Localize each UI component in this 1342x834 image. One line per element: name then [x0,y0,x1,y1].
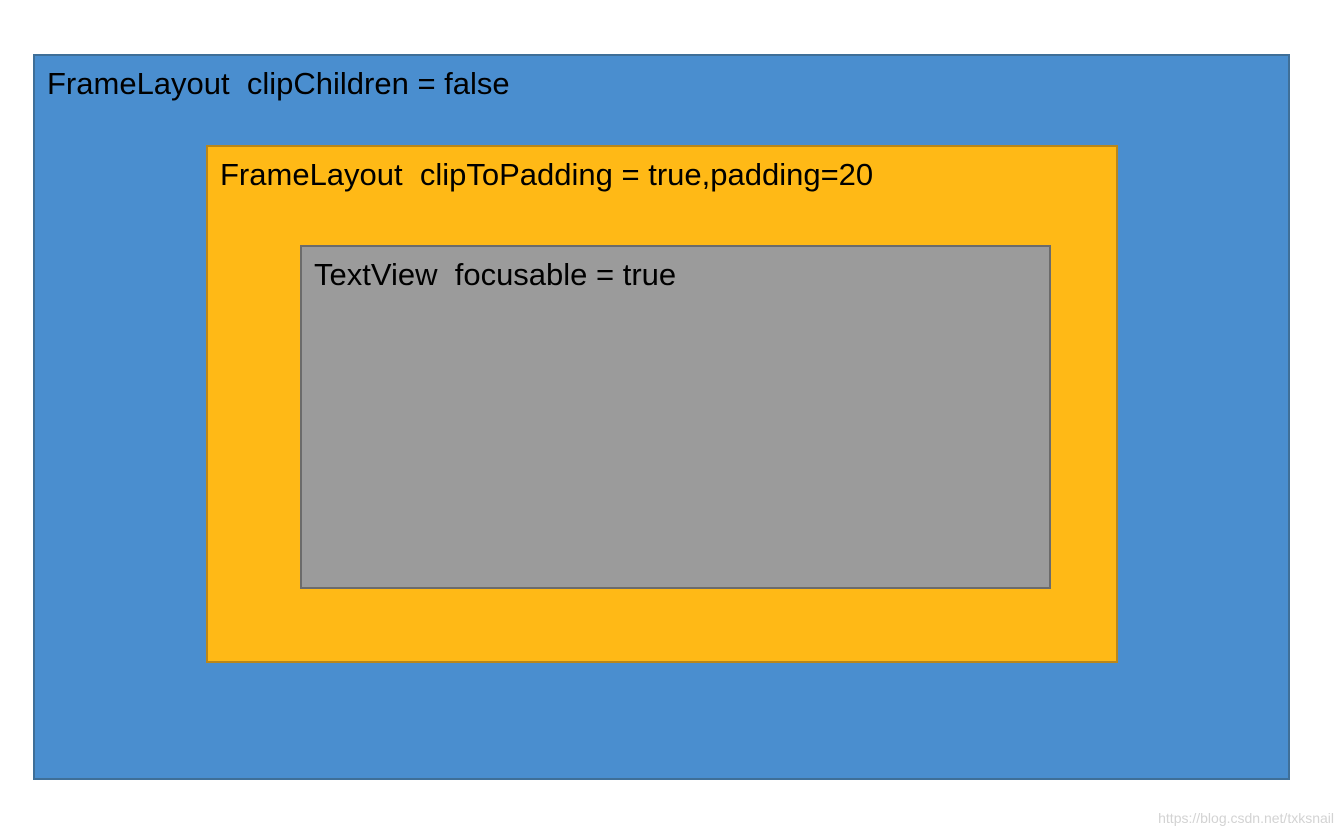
outer-framelayout-box: FrameLayout clipChildren = false FrameLa… [33,54,1290,780]
middle-framelayout-label: FrameLayout clipToPadding = true,padding… [220,157,874,192]
textview-label: TextView focusable = true [314,257,677,292]
textview-box: TextView focusable = true [300,245,1051,589]
middle-framelayout-box: FrameLayout clipToPadding = true,padding… [206,145,1118,663]
watermark-text: https://blog.csdn.net/txksnail [1158,810,1334,826]
outer-framelayout-label: FrameLayout clipChildren = false [47,66,510,101]
